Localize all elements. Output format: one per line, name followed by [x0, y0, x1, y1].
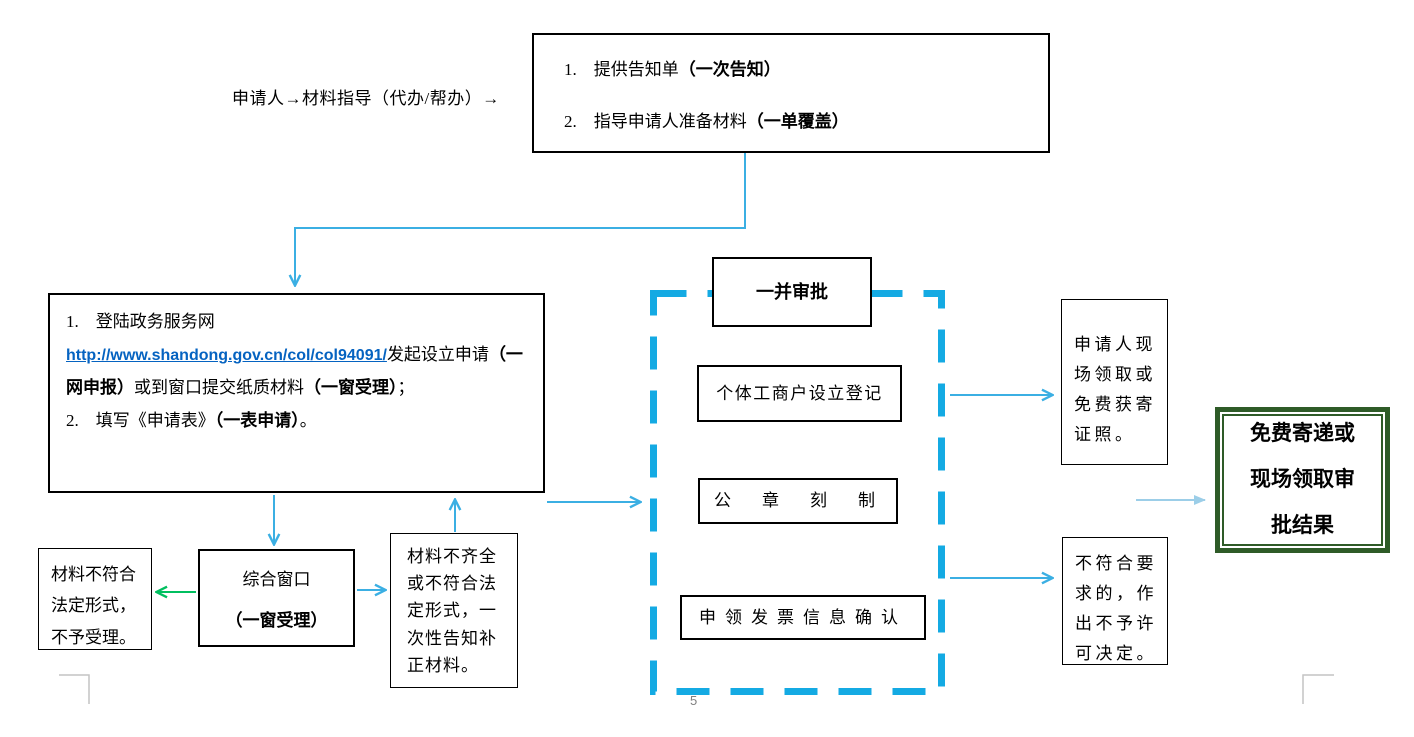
joint-approval-title-box: 一并审批	[712, 257, 872, 327]
notice-item-2: 2. 指导申请人准备材料（一单覆盖）	[564, 112, 849, 131]
joint-approval-dashed-border	[650, 290, 945, 695]
apply-box: 1. 登陆政务服务网 http://www.shandong.gov.cn/co…	[48, 293, 545, 493]
result-box-inner-border: 免费寄递或现场领取审批结果	[1222, 414, 1383, 546]
notice-item-2-bold: （一单覆盖）	[746, 112, 849, 131]
window-box-line1: 综合窗口	[242, 570, 311, 589]
arrow-notice-to-apply	[295, 153, 746, 285]
reject-form-box: 材料不符合法定形式，不予受理。	[38, 548, 152, 650]
result-box: 免费寄递或现场领取审批结果	[1215, 407, 1390, 553]
invoice-box: 申领发票信息确认	[680, 595, 926, 640]
intro-label: 申请人→材料指导（代办/帮办）→	[232, 89, 500, 108]
apply-item-2: 2. 填写《申请表》（一表申请）。	[66, 411, 317, 431]
window-box-line2: （一窗受理）	[225, 611, 328, 630]
page-number: 5	[690, 693, 698, 708]
notice-item-1-bold: （一次告知）	[678, 60, 781, 79]
apply-item-1: 1. 登陆政务服务网	[66, 312, 215, 331]
deny-box: 不符合要求的，作出不予许可决定。	[1062, 537, 1168, 665]
window-box: 综合窗口 （一窗受理）	[198, 549, 355, 647]
corner-mark-bottom-left	[59, 674, 90, 704]
corner-mark-bottom-right	[1302, 674, 1334, 704]
result-box-text: 免费寄递或现场领取审批结果	[1250, 422, 1355, 537]
supplement-box: 材料不齐全或不符合法定形式，一次性告知补正材料。	[390, 533, 518, 688]
receive-box: 申请人现场领取或免费获寄证照。	[1061, 299, 1168, 465]
registration-box: 个体工商户设立登记	[697, 365, 902, 422]
notice-box: 1. 提供告知单（一次告知） 2. 指导申请人准备材料（一单覆盖）	[532, 33, 1050, 153]
seal-box: 公 章 刻 制	[698, 478, 898, 524]
portal-link[interactable]: http://www.shandong.gov.cn/col/col94091/	[66, 347, 387, 365]
notice-item-1: 1. 提供告知单（一次告知）	[564, 60, 781, 79]
apply-item-1-detail: http://www.shandong.gov.cn/col/col94091/…	[66, 345, 523, 398]
